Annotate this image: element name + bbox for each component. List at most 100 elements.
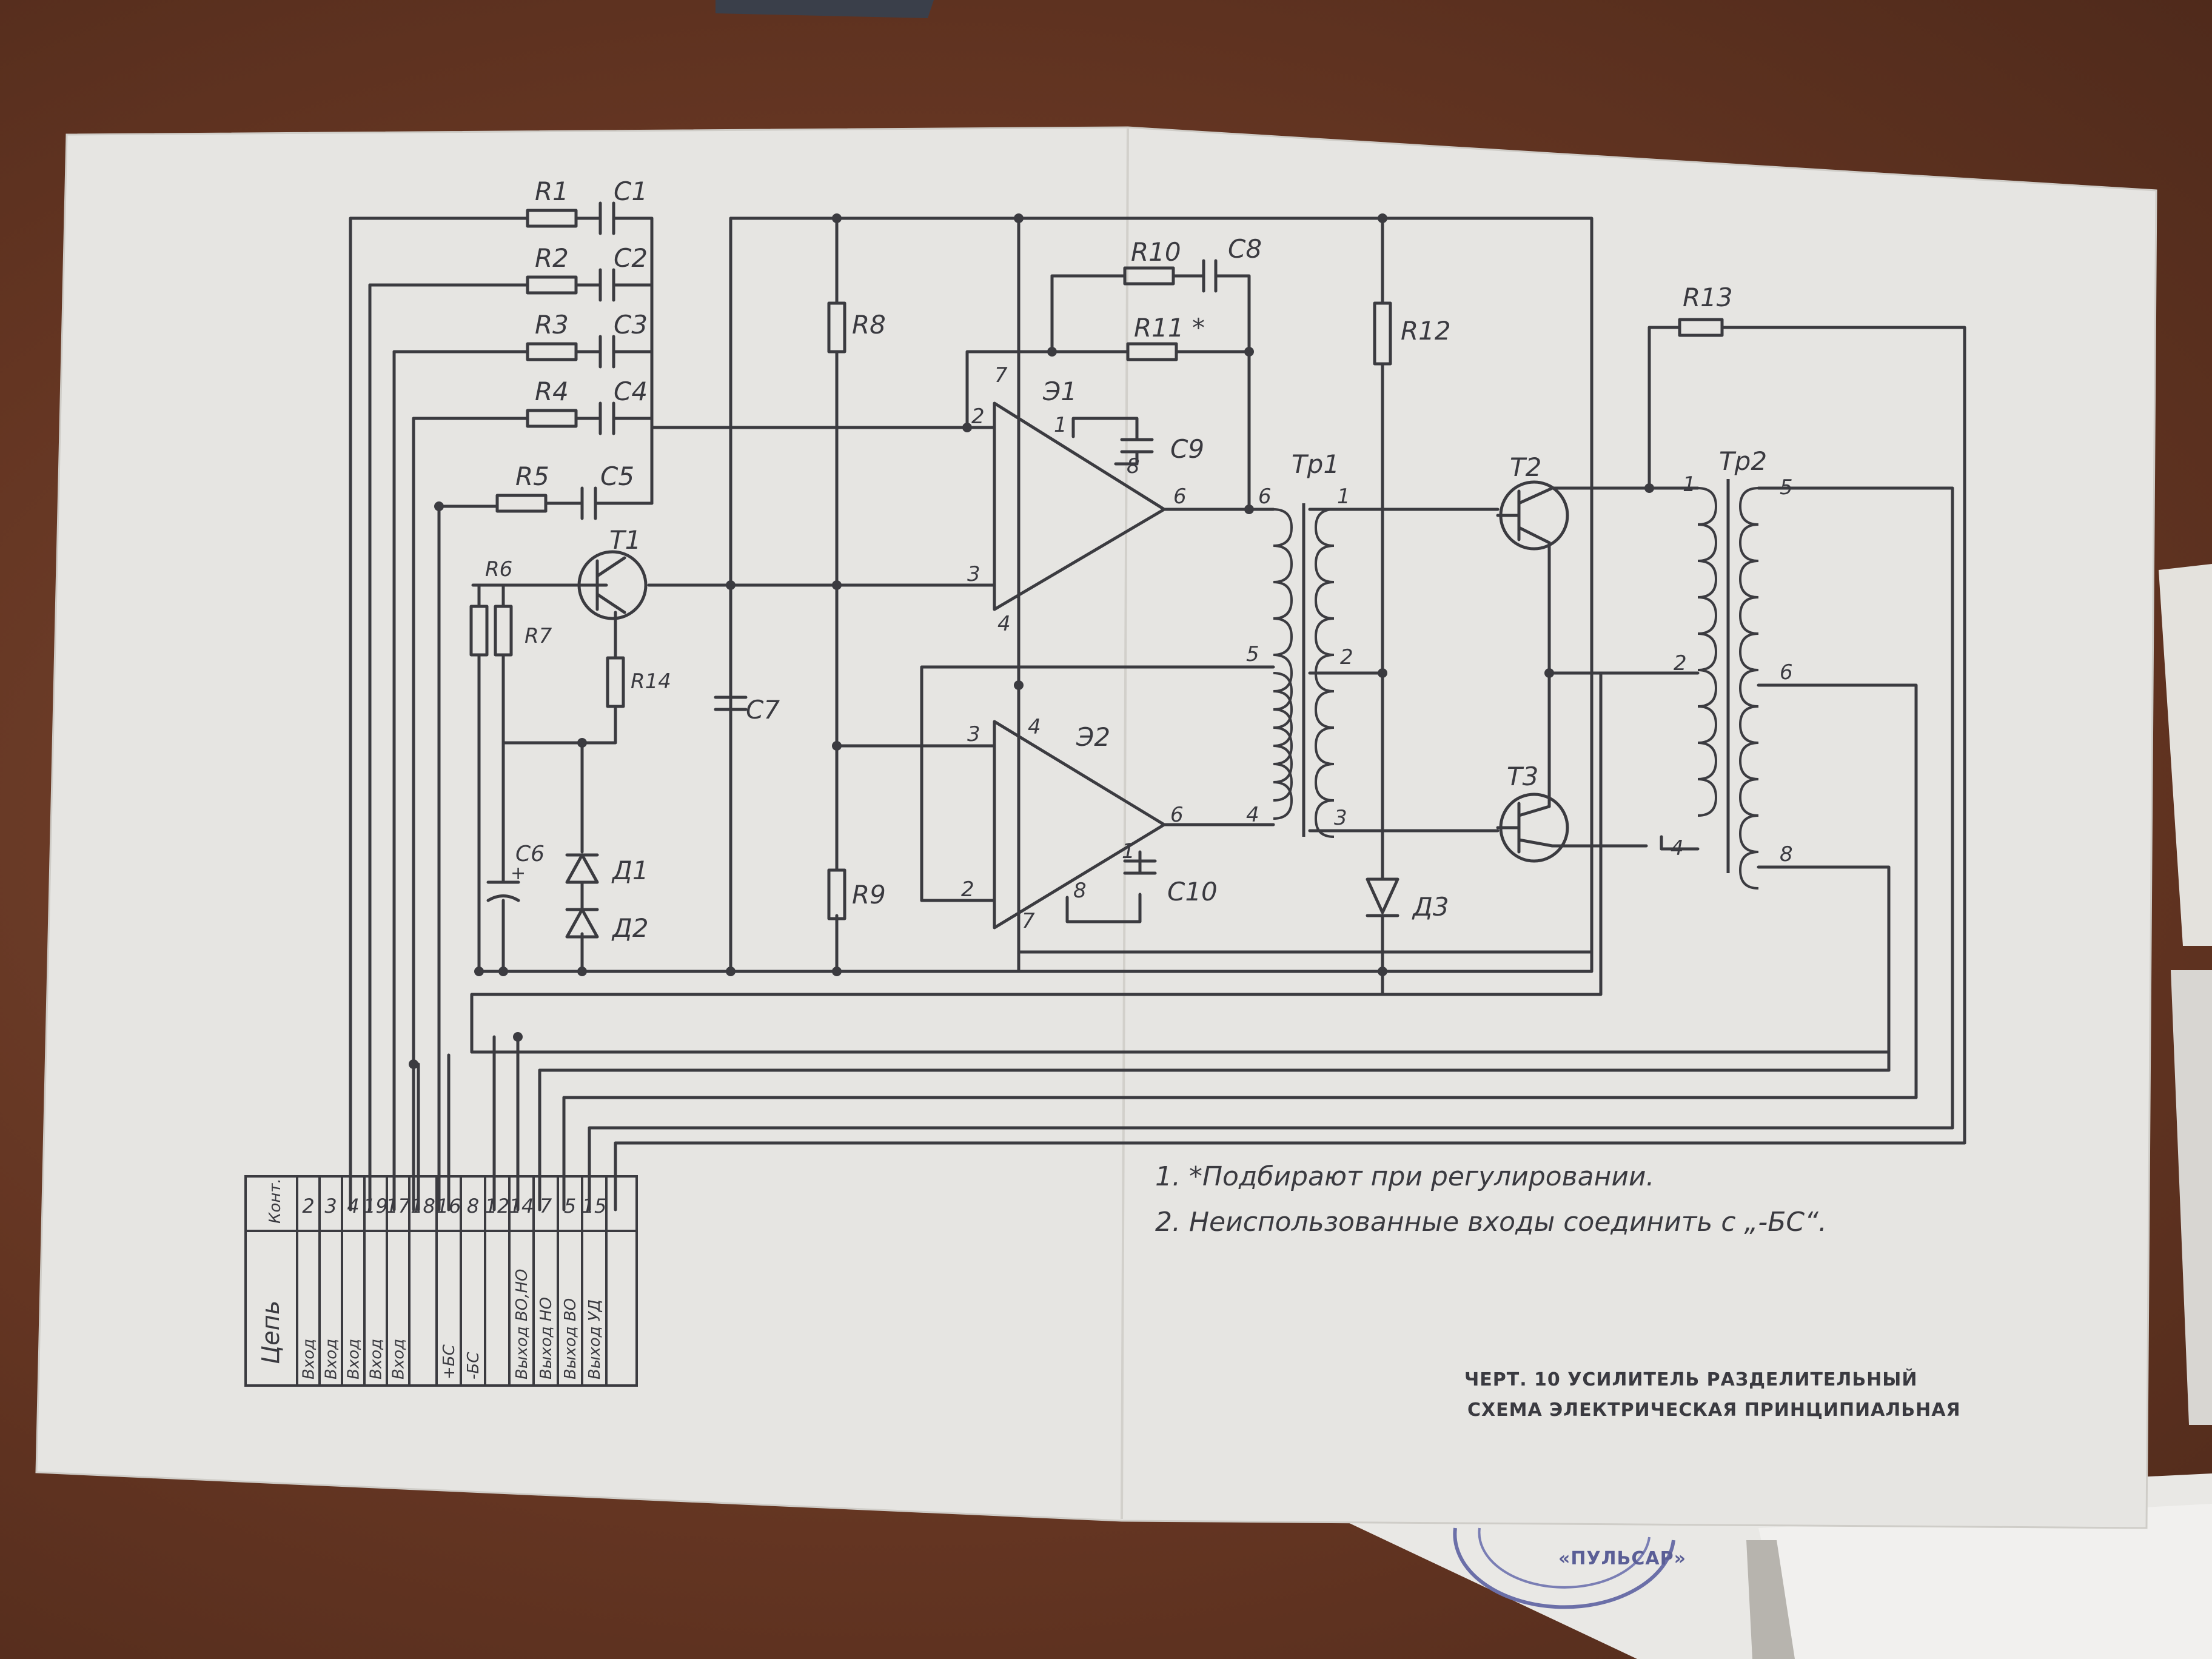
- pin-tp1-3: 3: [1334, 806, 1347, 830]
- opamp-e2: [993, 720, 1166, 930]
- label-t3: T3: [1507, 762, 1538, 791]
- label-c7: C7: [746, 695, 780, 725]
- caption-line-2: СХЕМА ЭЛЕКТРИЧЕСКАЯ ПРИНЦИПИАЛЬНАЯ: [1467, 1399, 1961, 1421]
- label-r9: R9: [852, 880, 886, 910]
- transformer-tp2-primary: [1697, 487, 1718, 817]
- label-r4: R4: [535, 377, 569, 406]
- capacitors: [486, 201, 1218, 902]
- table-contact-cell: 15: [582, 1195, 607, 1218]
- junctions: [409, 213, 1654, 1069]
- note-2: 2. Неиспользованные входы соединить с „-…: [1155, 1207, 1827, 1238]
- pin-e2-2: 2: [961, 877, 974, 902]
- transistors: [577, 480, 1569, 863]
- pin-tp2-8: 8: [1780, 842, 1793, 866]
- resistor-r7: [494, 605, 513, 657]
- table-circuit-cell: Выход УД: [586, 1299, 604, 1379]
- pin-tp1-2: 2: [1340, 645, 1353, 669]
- resistor-r9: [827, 868, 846, 920]
- label-c6: C6: [515, 842, 545, 866]
- table-contact-cell: 12: [485, 1195, 510, 1218]
- opamps: [993, 350, 1166, 954]
- pin-tp1-4: 4: [1246, 803, 1259, 827]
- table-contact-cell: 19: [363, 1195, 388, 1218]
- stamp-text: «ПУЛЬСАР»: [1558, 1548, 1686, 1569]
- pin-e2-7: 7: [1022, 909, 1035, 933]
- table-contact-cell: 8: [467, 1195, 479, 1218]
- component-labels: R1 C1 R2 C2 R3 C3 R4 C4 R5 C5 T1 R6 R7 R…: [485, 176, 1767, 943]
- label-r13: R13: [1683, 283, 1733, 312]
- label-r10: R10: [1131, 237, 1181, 267]
- pin-e2-6: 6: [1170, 803, 1184, 827]
- table-circuit-cell: Вход: [300, 1339, 318, 1379]
- label-c10: C10: [1167, 877, 1218, 907]
- pin-e1-8: 8: [1127, 454, 1140, 478]
- label-d2: Д2: [611, 913, 649, 943]
- transformers: [1273, 479, 1759, 890]
- pin-e1-2: 2: [971, 404, 985, 429]
- caption: ЧЕРТ. 10 УСИЛИТЕЛЬ РАЗДЕЛИТЕЛЬНЫЙ СХЕМА …: [1464, 1369, 1961, 1421]
- pin-e1-3: 3: [967, 562, 980, 586]
- label-r1: R1: [535, 176, 569, 206]
- label-d1: Д1: [611, 856, 649, 885]
- resistor-r8: [827, 301, 846, 354]
- caption-line-1: ЧЕРТ. 10 УСИЛИТЕЛЬ РАЗДЕЛИТЕЛЬНЫЙ: [1464, 1369, 1917, 1390]
- resistor-r14: [606, 656, 625, 708]
- table-circuit-cell: +БС: [440, 1344, 458, 1379]
- label-c4: C4: [614, 377, 648, 406]
- resistor-r6: [469, 605, 489, 657]
- label-t1: T1: [609, 525, 641, 555]
- paper-sheet: [35, 126, 2157, 1529]
- pin-tp2-5: 5: [1780, 475, 1793, 500]
- label-e2: Э2: [1076, 722, 1110, 752]
- pin-tp2-4: 4: [1671, 836, 1684, 860]
- pin-tp1-1: 1: [1337, 484, 1350, 509]
- resistors: [469, 209, 1724, 920]
- pin-e2-4: 4: [1028, 715, 1041, 739]
- table-contact-cell: 3: [324, 1195, 337, 1218]
- label-r14: R14: [631, 669, 671, 694]
- resistor-r11: [1126, 342, 1178, 361]
- notes: 1. *Подбирают при регулировании. 2. Неис…: [1155, 1161, 1827, 1238]
- label-c5: C5: [600, 461, 634, 491]
- pin-tp1-5: 5: [1246, 642, 1259, 666]
- table-contact-cell: 5: [564, 1195, 576, 1218]
- diode-d2: [565, 908, 599, 939]
- resistor-r3: [526, 342, 578, 361]
- transformer-tp1-secondary: [1314, 508, 1335, 838]
- table-header-contact: Конт.: [266, 1178, 284, 1224]
- wires: [349, 216, 1966, 1212]
- label-r2: R2: [535, 243, 569, 273]
- label-tp2: Тр2: [1719, 446, 1767, 476]
- resistor-r1: [526, 209, 578, 228]
- label-c8: C8: [1228, 234, 1262, 264]
- table-contact-cell: 16: [437, 1195, 461, 1218]
- table-contact-cell: 4: [347, 1195, 359, 1218]
- table-circuit-cell: Выход НО: [537, 1297, 555, 1379]
- resistor-r2: [526, 275, 578, 295]
- table-circuit-cell: Вход: [323, 1339, 341, 1379]
- label-d3: Д3: [1412, 892, 1449, 922]
- table-contact-cell: 14: [509, 1195, 534, 1218]
- resistor-r10: [1123, 266, 1175, 286]
- label-c2: C2: [614, 243, 648, 273]
- label-r6: R6: [485, 557, 512, 581]
- pin-e1-7: 7: [994, 363, 1008, 387]
- pin-labels: 7 2 1 8 6 3 4 3 4 6 1 2 8 7 6 5 4 1 2 3 …: [961, 363, 1793, 933]
- resistor-r13: [1678, 318, 1724, 337]
- stamp: «ПУЛЬСАР»: [1453, 1527, 1686, 1609]
- resistor-r12: [1373, 301, 1392, 366]
- pin-e2-8: 8: [1073, 879, 1087, 903]
- label-c6-plus: +: [511, 863, 526, 884]
- pin-tp2-1: 1: [1683, 472, 1696, 497]
- label-r11: R11 *: [1134, 313, 1205, 343]
- table-contact-cell: 18: [411, 1195, 435, 1218]
- label-c9: C9: [1170, 434, 1204, 464]
- pin-e2-3: 3: [967, 722, 980, 746]
- diodes: [565, 853, 1399, 939]
- table-header-circuit: Цепь: [257, 1301, 285, 1364]
- pin-tp2-2: 2: [1674, 651, 1687, 675]
